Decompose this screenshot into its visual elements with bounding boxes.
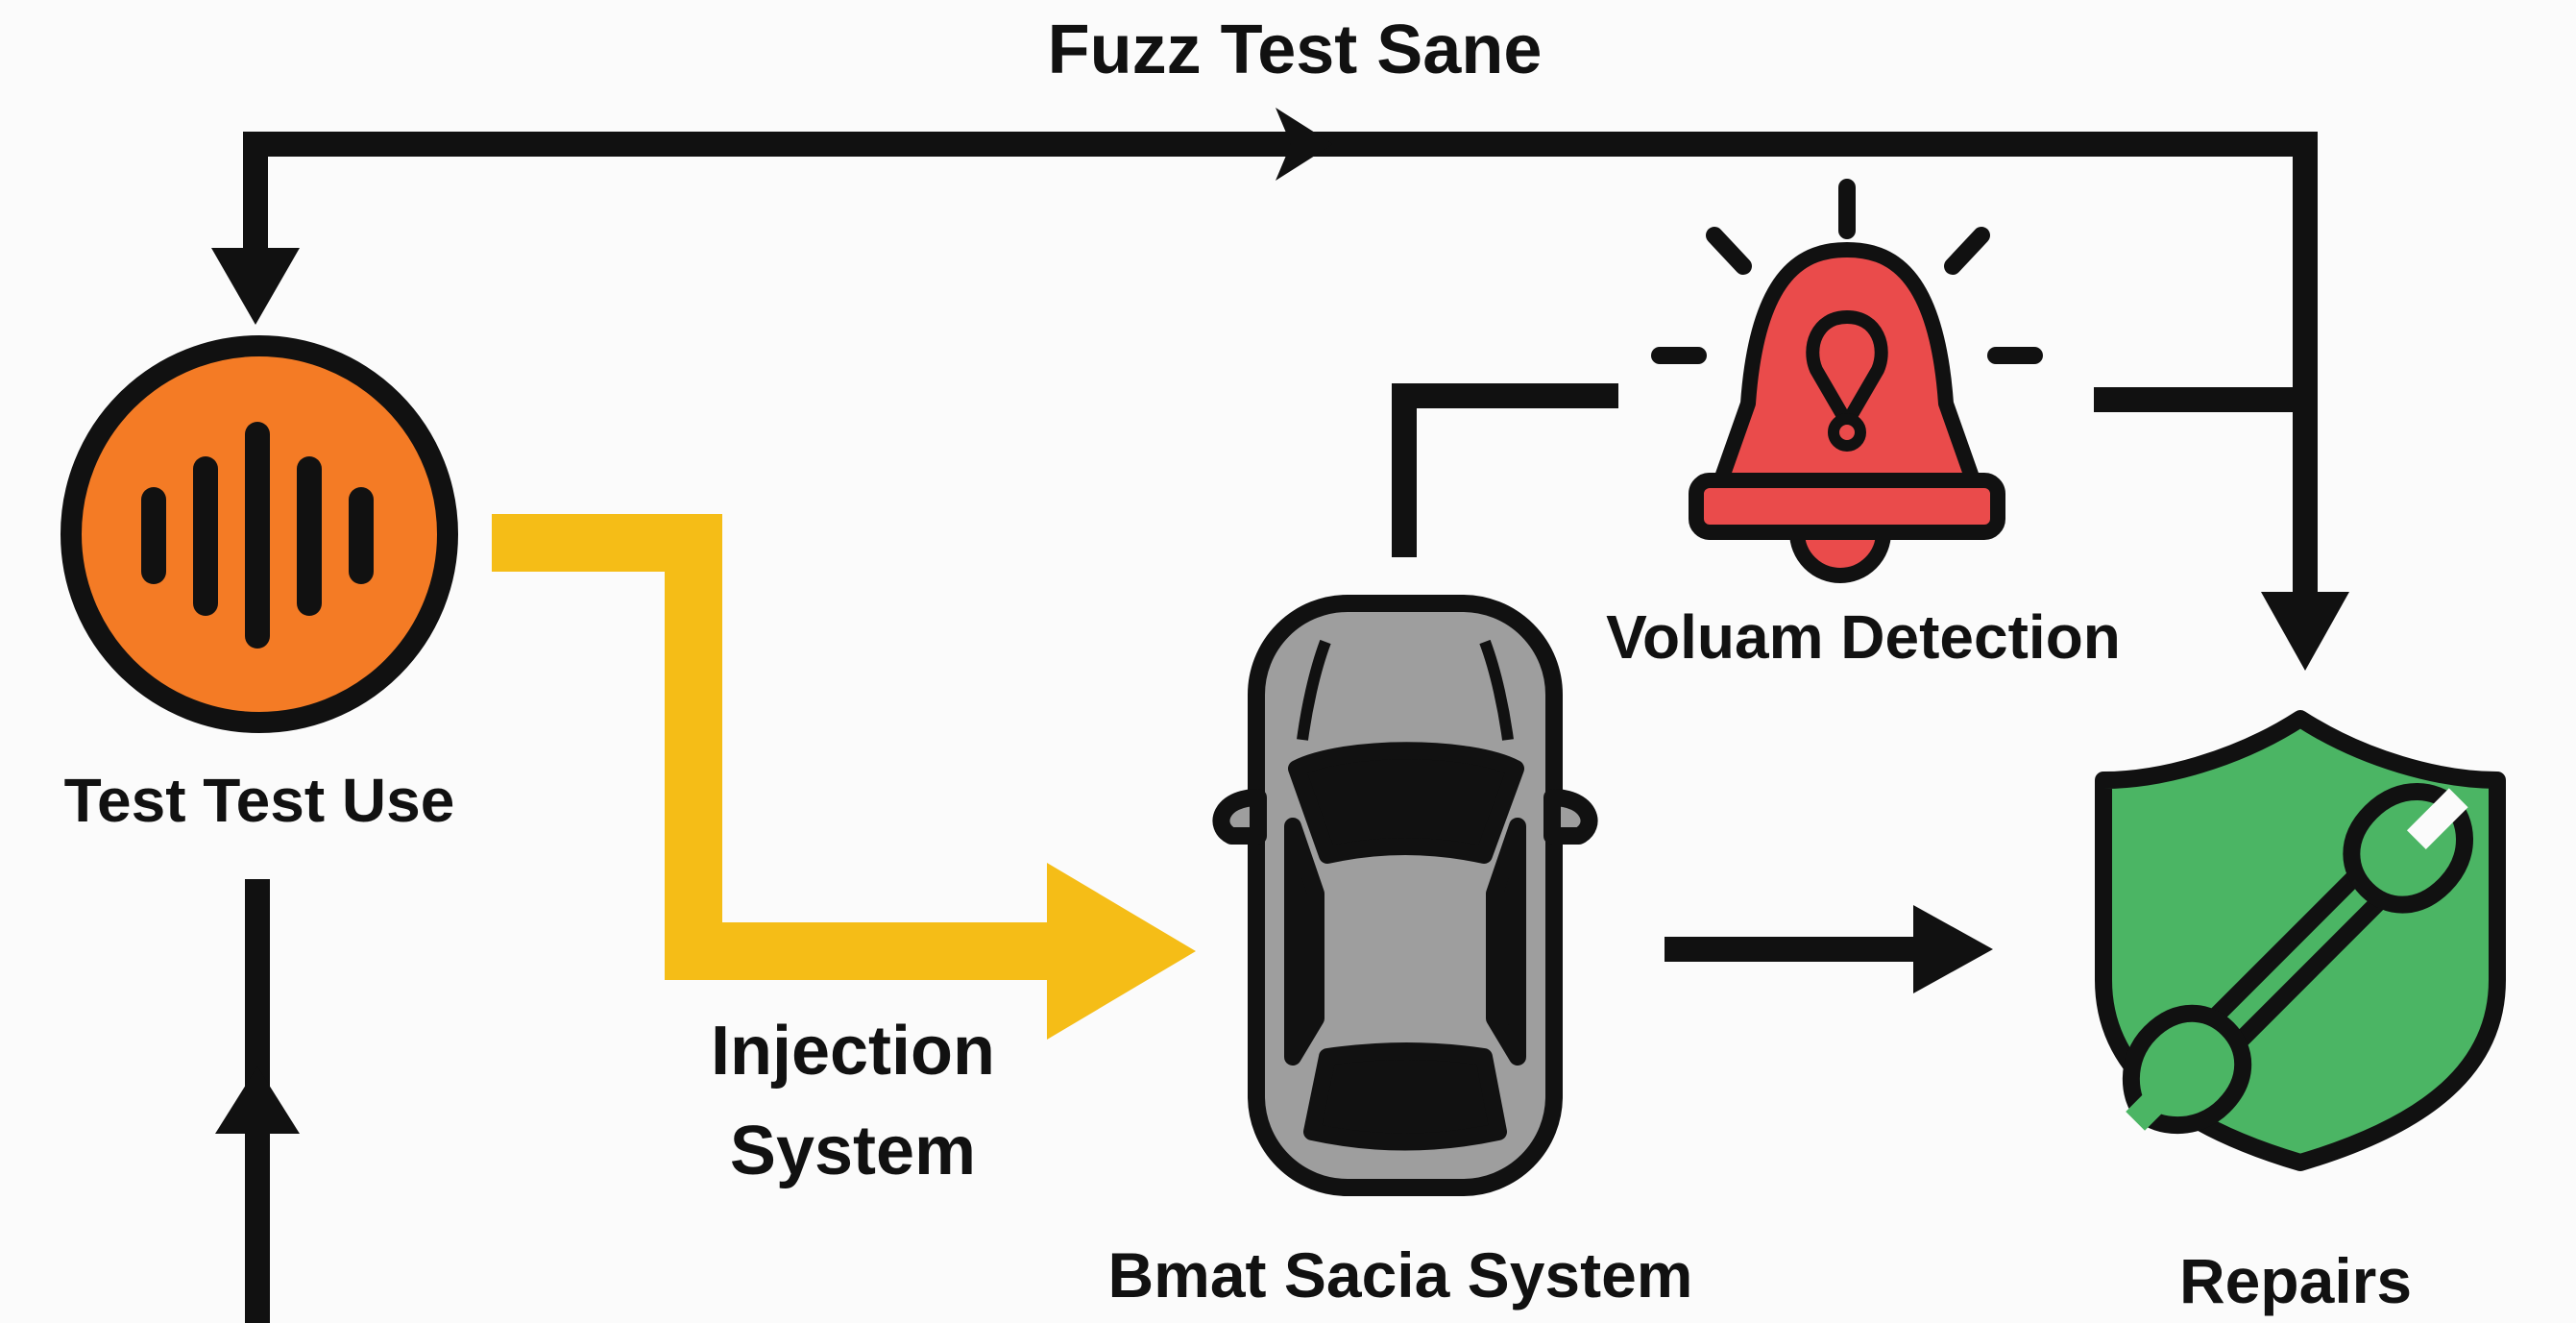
top-loop-arrow — [243, 132, 2318, 627]
alarm-bell-icon — [1651, 179, 2043, 583]
shield-wrench-icon — [2095, 710, 2506, 1171]
top-loop-arrowhead-right — [1276, 108, 1333, 181]
top-loop-arrowhead-down-left — [211, 248, 300, 325]
car-to-repairs-arrowhead — [1913, 905, 1993, 993]
vehicle-label: Bmat Sacia System — [1108, 1239, 1693, 1311]
test-source-label: Test Test Use — [64, 766, 455, 835]
car-icon — [1212, 595, 1598, 1196]
detection-label: Voluam Detection — [1606, 602, 2121, 672]
test-source-node — [61, 335, 458, 733]
diagram-title: Fuzz Test Sane — [1048, 12, 1543, 88]
top-loop-arrowhead-down-right — [2261, 592, 2349, 671]
injection-label-line1: Injection — [711, 1013, 995, 1090]
injection-label-line2: System — [730, 1113, 976, 1189]
bottom-up-arrowhead — [215, 1066, 300, 1134]
sound-wave-icon — [141, 422, 374, 649]
repairs-label: Repairs — [2179, 1245, 2412, 1316]
car-to-detection-connector — [1392, 383, 1618, 557]
injection-arrow — [492, 514, 1196, 1040]
